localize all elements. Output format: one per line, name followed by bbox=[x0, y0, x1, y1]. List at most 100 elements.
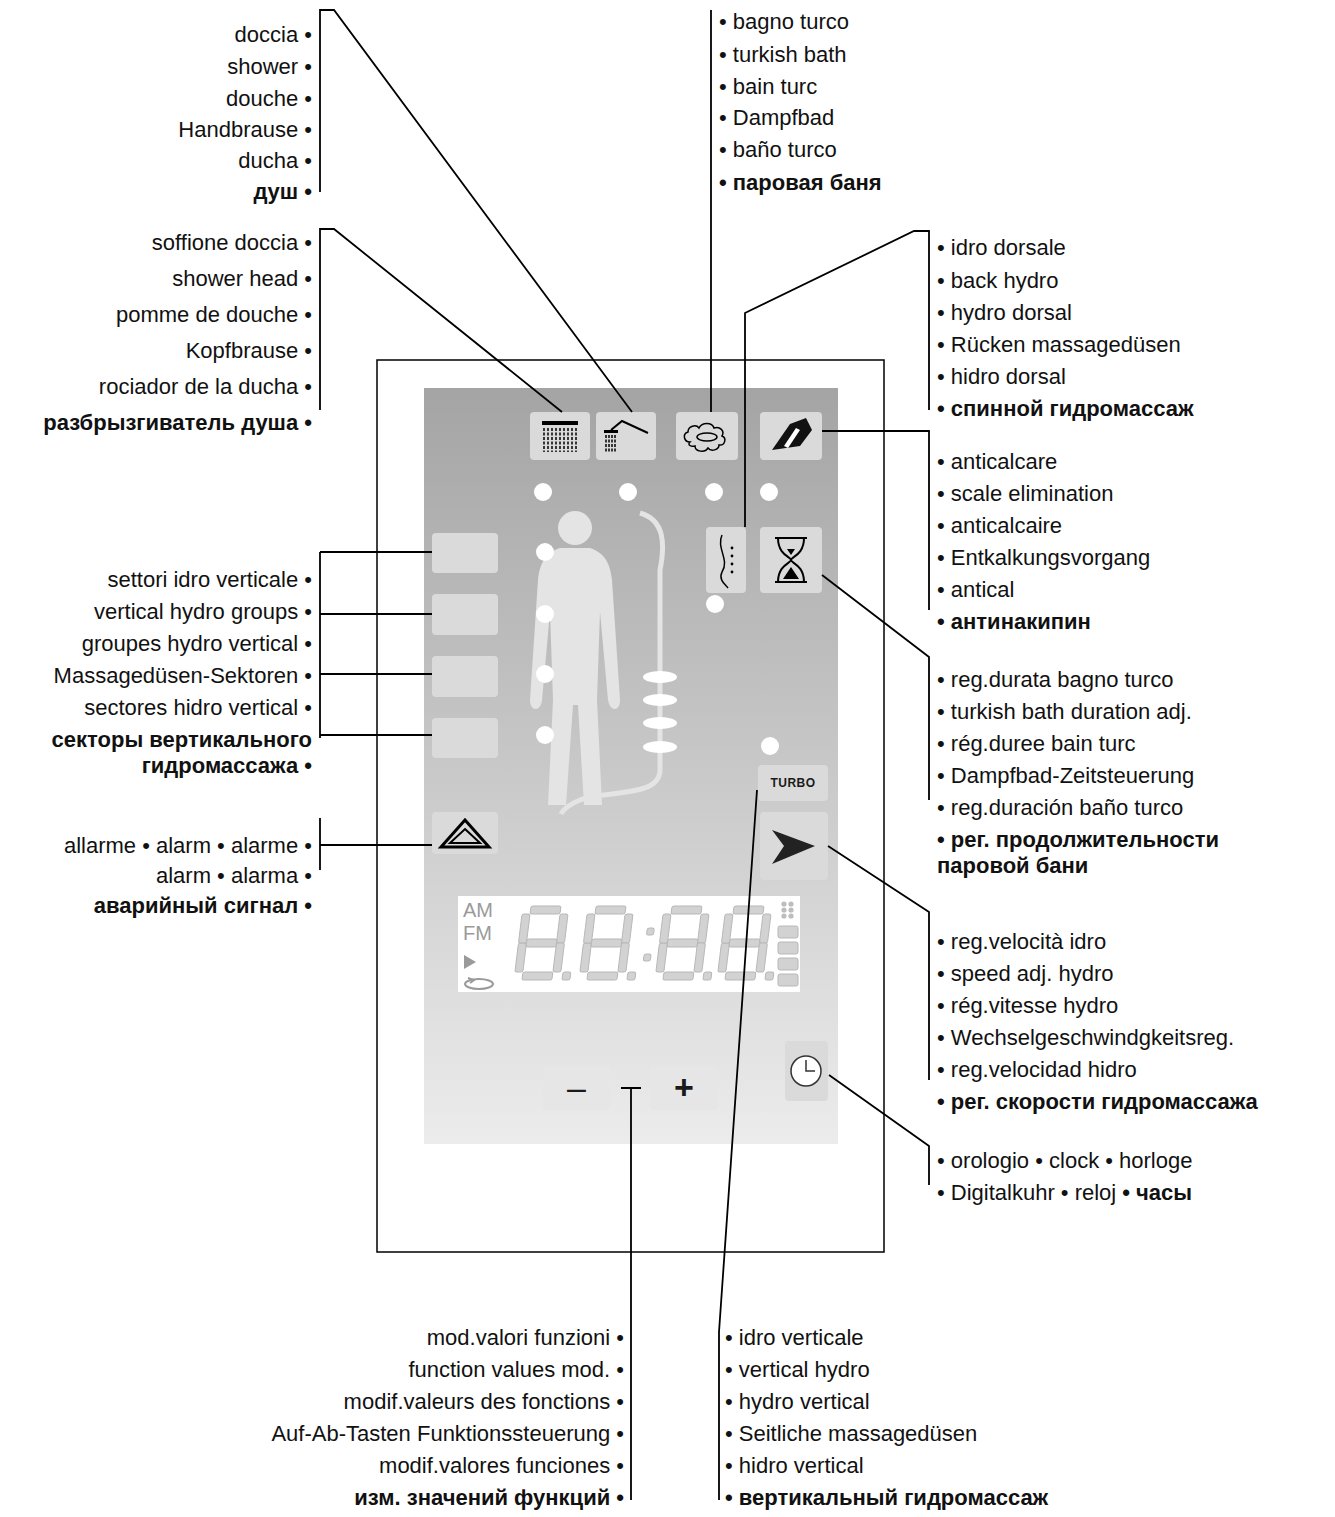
callout-label: • Dampfbad bbox=[719, 105, 834, 131]
hand-shower-icon bbox=[604, 430, 618, 433]
callout-label: modif.valeurs des fonctions • bbox=[344, 1389, 624, 1415]
panel-button bbox=[760, 527, 822, 593]
clock-icon bbox=[806, 1060, 815, 1071]
seven-segment-digits bbox=[579, 906, 644, 980]
leader-line bbox=[745, 231, 929, 527]
callout-label: • reg.durata bagno turco bbox=[937, 667, 1173, 693]
display-window bbox=[464, 955, 476, 969]
panel-button: TURBO bbox=[758, 765, 828, 801]
seven-segment-digits bbox=[556, 914, 568, 943]
panel-button bbox=[760, 812, 828, 880]
callout-label: douche • bbox=[226, 86, 312, 112]
clock-icon bbox=[791, 1056, 821, 1086]
callout-label: • антинакипин bbox=[937, 609, 1091, 635]
callout-label: • hidro vertical bbox=[725, 1453, 864, 1479]
leader-line bbox=[621, 1088, 641, 1500]
button-label: – bbox=[567, 1068, 586, 1107]
callout-label: душ • bbox=[253, 179, 312, 205]
indicator-dot bbox=[536, 726, 554, 744]
alarm-icon bbox=[450, 829, 480, 843]
jet-oval bbox=[643, 694, 677, 706]
callout-label: sectores hidro vertical • bbox=[84, 695, 312, 721]
seven-segment-digits bbox=[788, 913, 793, 918]
seven-segment-digits bbox=[591, 939, 622, 947]
button-label: + bbox=[674, 1068, 694, 1107]
callout-label: soffione doccia • bbox=[152, 230, 312, 256]
indicator-dot bbox=[706, 595, 724, 613]
indicator-dot bbox=[619, 483, 637, 501]
callout-label: groupes hydro vertical • bbox=[82, 631, 312, 657]
callout-label: • часы bbox=[1122, 1180, 1192, 1206]
callout-label: vertical hydro groups • bbox=[94, 599, 312, 625]
hourglass-icon bbox=[775, 538, 807, 582]
leader-line bbox=[828, 846, 929, 1080]
callout-label: • reg.duración baño turco bbox=[937, 795, 1183, 821]
clock-icon bbox=[791, 1056, 821, 1086]
callout-label: Auf-Ab-Tasten Funktionssteuerung • bbox=[271, 1421, 624, 1447]
leader-line bbox=[829, 1075, 929, 1185]
panel-face bbox=[424, 388, 838, 1144]
panel-button bbox=[596, 412, 656, 460]
seven-segment-digits bbox=[595, 906, 626, 914]
callout-label: • Dampfbad-Zeitsteuerung bbox=[937, 763, 1194, 789]
indicator-dot bbox=[536, 665, 554, 683]
callout-label: • паровая баня bbox=[719, 170, 882, 196]
seven-segment-digits bbox=[759, 914, 771, 943]
callout-label: • Entkalkungsvorgang bbox=[937, 545, 1150, 571]
leader-line bbox=[320, 552, 432, 738]
indicator-dot bbox=[705, 483, 723, 501]
seven-segment-digits bbox=[717, 906, 782, 980]
callout-label: • baño turco bbox=[719, 137, 837, 163]
callout-label: • reg.velocidad hidro bbox=[937, 1057, 1137, 1083]
callout-label: • back hydro bbox=[937, 268, 1058, 294]
panel-button bbox=[676, 412, 738, 460]
indicator-dot bbox=[536, 543, 554, 561]
callout-label: • Rücken massagedüsen bbox=[937, 332, 1181, 358]
callout-label: аварийный сигнал • bbox=[94, 893, 312, 919]
seven-segment-digits bbox=[580, 943, 592, 972]
body-silhouette bbox=[530, 511, 620, 805]
seven-segment-digits bbox=[587, 972, 618, 980]
back-hydro-icon bbox=[731, 571, 734, 574]
seven-segment-digits bbox=[627, 972, 636, 980]
callout-label: ducha • bbox=[238, 148, 312, 174]
callout-label: • anticalcare bbox=[937, 449, 1057, 475]
leader-line bbox=[822, 575, 929, 800]
panel-button bbox=[432, 594, 498, 635]
callout-label: function values mod. • bbox=[408, 1357, 624, 1383]
callout-label: settori idro verticale • bbox=[107, 567, 312, 593]
indicator-dot bbox=[760, 483, 778, 501]
callout-label: • рег. продолжительности паровой бани bbox=[937, 827, 1247, 879]
callout-label: секторы вертикального гидромассажа • bbox=[12, 727, 312, 779]
callout-label: • turkish bath bbox=[719, 42, 847, 68]
callout-label: • scale elimination bbox=[937, 481, 1113, 507]
seven-segment-digits bbox=[671, 906, 702, 914]
callout-label: • idro verticale bbox=[725, 1325, 864, 1351]
steam-icon bbox=[684, 424, 724, 452]
seven-segment-digits bbox=[530, 906, 561, 914]
steam-icon bbox=[684, 424, 724, 452]
callout-label: • hidro dorsal bbox=[937, 364, 1066, 390]
seven-segment-digits bbox=[656, 943, 668, 972]
alarm-icon bbox=[441, 820, 489, 847]
callout-label: Kopfbrause • bbox=[186, 338, 312, 364]
seven-segment-digits bbox=[788, 907, 793, 912]
back-hydro-icon bbox=[720, 535, 733, 588]
display-window bbox=[468, 978, 474, 983]
callout-label: Handbrause • bbox=[178, 117, 312, 143]
back-hydro-icon bbox=[731, 563, 734, 566]
seven-segment-digits bbox=[643, 954, 651, 961]
scale-icon bbox=[784, 428, 800, 448]
seven-segment-digits bbox=[725, 972, 756, 980]
callout-label: изм. значений функций • bbox=[354, 1485, 624, 1511]
speed-arrow-icon bbox=[772, 830, 815, 864]
callout-label: • orologio • clock • horloge bbox=[937, 1148, 1192, 1174]
steam-icon bbox=[697, 433, 717, 441]
leader-line bbox=[320, 229, 562, 412]
callout-label: doccia • bbox=[235, 22, 312, 48]
panel-button bbox=[432, 656, 498, 697]
panel-button bbox=[760, 412, 822, 460]
callout-label: • спинной гидромассаж bbox=[937, 396, 1194, 422]
scale-icon bbox=[772, 418, 812, 450]
seven-segment-digits bbox=[778, 974, 798, 986]
